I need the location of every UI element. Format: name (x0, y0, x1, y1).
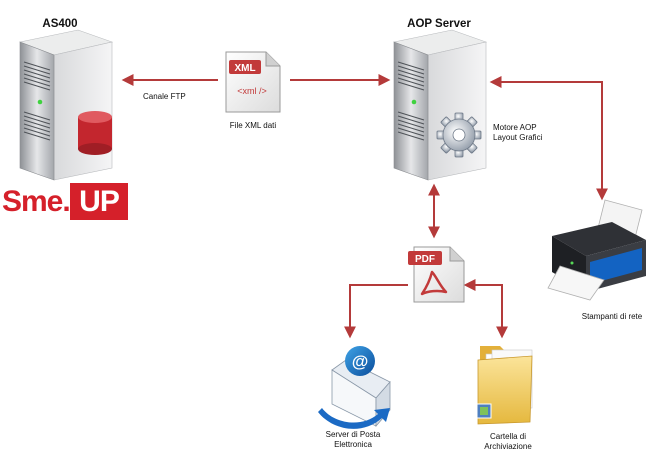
aop-server-icon (392, 29, 488, 181)
email-icon: @ (318, 346, 391, 429)
xml-file-icon: XML <xml /> (225, 51, 281, 113)
logo-part-up: UP (79, 185, 119, 218)
printer-label: Stampanti di rete (582, 312, 643, 321)
as400-title: AS400 (42, 18, 77, 30)
pdf-file-icon: PDF (408, 246, 465, 303)
arrow-pdf-mail (344, 284, 408, 339)
xml-tag-text: <xml /> (237, 86, 267, 96)
printer-icon (547, 199, 646, 301)
acrobat-logo (420, 270, 448, 296)
pdf-badge-text: PDF (415, 254, 435, 265)
engine-label-line1: Motore AOP (493, 123, 537, 132)
aop-server-title: AOP Server (407, 18, 471, 30)
ftp-channel-label: Canale FTP (143, 92, 186, 101)
xml-badge-text: XML (234, 63, 255, 74)
engine-label-line2: Layout Grafici (493, 133, 543, 142)
at-sign: @ (352, 352, 369, 371)
arrow-aop-printer (489, 76, 608, 201)
database-icon (78, 111, 112, 155)
mail-label-line2: Elettronica (334, 440, 372, 449)
gear-icon (436, 112, 482, 158)
arrow-pdf-folder (463, 279, 508, 339)
xml-file-label: File XML dati (230, 121, 277, 130)
logo-part-sme: Sme. (2, 185, 70, 218)
as400-server-icon (18, 29, 114, 181)
folder-icon (476, 346, 533, 425)
folder-label-line1: Cartella di (490, 432, 526, 441)
mail-label-line1: Server di Posta (326, 430, 381, 439)
folder-label-line2: Archiviazione (484, 442, 532, 451)
smeup-logo: Sme. UP (2, 183, 128, 220)
connectors (121, 74, 608, 339)
